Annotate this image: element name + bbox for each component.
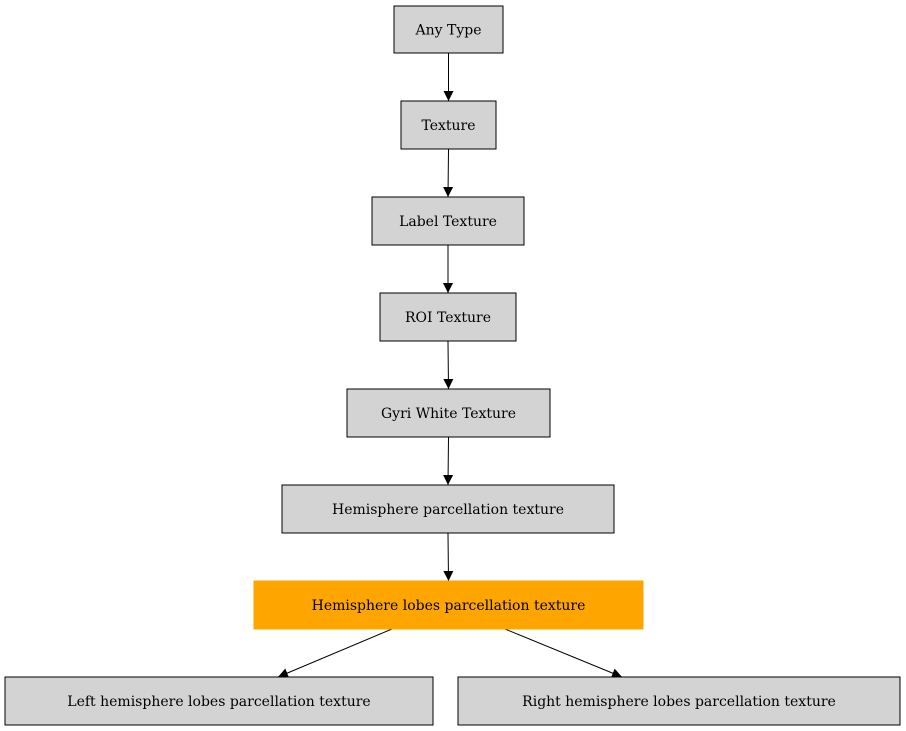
node-gyri-white-texture: Gyri White Texture: [346, 388, 551, 438]
edge-hemisphere-parcellation-texture-to-hemisphere-lobes-parcellation-texture: [443, 532, 454, 582]
node-label: Gyri White Texture: [381, 406, 516, 422]
node-right-hemisphere-lobes-parcellation-texture: Right hemisphere lobes parcellation text…: [457, 676, 901, 726]
node-box: [253, 580, 644, 630]
node-texture: Texture: [400, 100, 497, 150]
node-roi-texture: ROI Texture: [379, 292, 517, 342]
node-label: Label Texture: [399, 214, 497, 230]
edge-hemisphere-lobes-parcellation-texture-to-left-hemisphere-lobes-parcellation-texture: [277, 628, 393, 678]
node-box: [379, 292, 517, 342]
node-label: Left hemisphere lobes parcellation textu…: [67, 694, 370, 710]
node-box: [281, 484, 615, 534]
edge-gyri-white-texture-to-hemisphere-parcellation-texture: [443, 436, 454, 486]
node-any-type: Any Type: [393, 5, 504, 54]
node-box: [393, 5, 504, 54]
edge-texture-to-label-texture: [443, 148, 454, 198]
node-label-texture: Label Texture: [371, 196, 525, 246]
node-label: Texture: [421, 118, 475, 134]
edge-hemisphere-lobes-parcellation-texture-to-right-hemisphere-lobes-parcellation-texture: [504, 628, 623, 678]
node-box: [457, 676, 901, 726]
edges: [277, 53, 623, 678]
node-box: [346, 388, 551, 438]
node-label: Any Type: [415, 23, 482, 39]
node-box: [400, 100, 497, 150]
node-box: [371, 196, 525, 246]
node-label: Hemisphere parcellation texture: [332, 502, 564, 518]
node-left-hemisphere-lobes-parcellation-texture: Left hemisphere lobes parcellation textu…: [4, 676, 434, 726]
edge-roi-texture-to-gyri-white-texture: [443, 340, 454, 390]
node-label: Hemisphere lobes parcellation texture: [312, 598, 586, 614]
node-box: [4, 676, 434, 726]
node-label: ROI Texture: [405, 310, 491, 326]
node-hemisphere-parcellation-texture: Hemisphere parcellation texture: [281, 484, 615, 534]
node-label: Right hemisphere lobes parcellation text…: [522, 694, 836, 710]
node-hemisphere-lobes-parcellation-texture: Hemisphere lobes parcellation texture: [253, 580, 644, 630]
